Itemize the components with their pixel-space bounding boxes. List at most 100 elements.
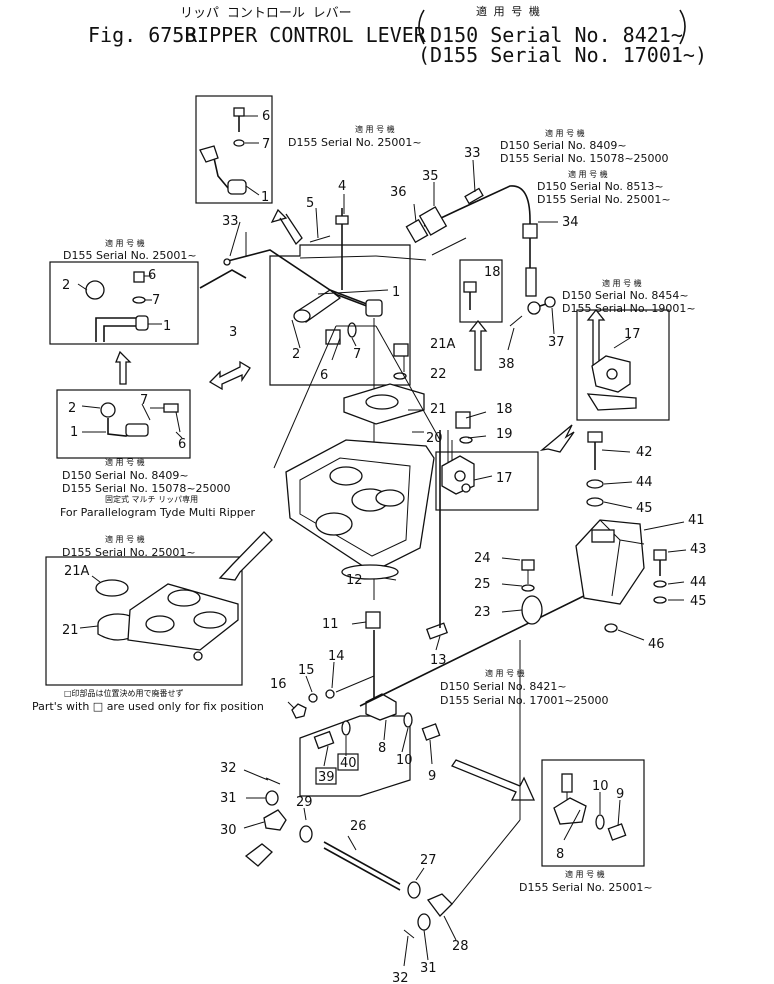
cross-shaft — [359, 587, 601, 707]
washer — [233, 139, 245, 147]
label-7: 7 — [262, 137, 270, 152]
lever-8 — [365, 693, 397, 721]
pin-38 — [544, 296, 556, 308]
lower-rod — [244, 777, 521, 939]
bracket-base — [586, 393, 637, 411]
label-29: 28 — [452, 939, 469, 954]
label-6b: 6 — [320, 368, 328, 383]
label-3: 3 — [229, 325, 237, 340]
knob — [85, 280, 105, 300]
label-25: 24 — [474, 551, 491, 566]
washer-41 — [341, 720, 351, 736]
washer — [132, 296, 146, 304]
note-n2: 適 用 号 機 D150 Serial No. 8409~ D155 Seria… — [500, 128, 669, 165]
label-11: 11 — [322, 617, 339, 632]
top-box-parts — [199, 107, 260, 196]
detail-box-bracket-17b — [435, 451, 539, 511]
label-18b: 18 — [496, 402, 513, 417]
bolt-25 — [521, 559, 535, 571]
bracket-17b-parts — [441, 411, 493, 495]
washer-15 — [308, 693, 318, 703]
label-36: 35 — [422, 169, 439, 184]
detail-box-fix-parts — [299, 715, 411, 797]
lever-8b — [553, 797, 587, 825]
lever-8-box-parts — [553, 773, 627, 841]
cable-rod-34 — [223, 249, 373, 307]
note-line: D150 Serial No. 8409~ — [500, 139, 627, 152]
label-2: 2 — [292, 347, 300, 362]
pin-33b — [403, 929, 415, 939]
boss — [135, 315, 149, 331]
note-n8: 適 用 号 機 D150 Serial No. 8421~ D155 Seria… — [440, 668, 609, 707]
label-1c: 1 — [163, 319, 171, 334]
bolt-9 — [421, 723, 441, 741]
cable-34 — [423, 185, 531, 272]
label-17b: 17 — [496, 471, 513, 486]
washer-10 — [403, 712, 413, 728]
label-6d: 6 — [178, 437, 186, 452]
title-serial-d150: D150 Serial No. 8421~ — [430, 23, 683, 47]
label-24: 23 — [474, 605, 491, 620]
label-28: 27 — [420, 853, 437, 868]
label-21A: 21A — [64, 564, 90, 579]
label-32: 31 — [220, 791, 237, 806]
title-en: RIPPER CONTROL LEVER — [185, 23, 427, 47]
arrow-up-center — [468, 319, 488, 371]
label-37: 36 — [390, 185, 407, 200]
pin-33 — [265, 777, 281, 785]
label-12: 12 — [346, 573, 363, 588]
label-13: 13 — [430, 653, 447, 668]
valve-top-plate — [591, 529, 615, 543]
rod-27b — [323, 847, 401, 891]
label-18: 18 — [484, 265, 501, 280]
label-47: 46 — [648, 637, 665, 652]
note-jp: 適 用 号 機 — [105, 457, 145, 467]
boot-12 — [341, 564, 399, 580]
detail-box-bracket-17 — [576, 309, 670, 421]
label-6c: 6 — [148, 268, 156, 283]
main-lever-assembly — [199, 208, 427, 600]
washer-46 — [586, 497, 604, 507]
label-21: 21 — [430, 402, 447, 417]
hatched-arrows — [115, 208, 606, 801]
note-extra-en: For Parallelogram Tyde Multi Ripper — [60, 506, 256, 519]
link-3 — [199, 269, 247, 289]
bracket-17-parts — [586, 337, 637, 411]
label-45: 44 — [636, 475, 653, 490]
label-6: 6 — [262, 109, 270, 124]
label-2b: 2 — [62, 278, 70, 293]
note-line: D155 Serial No. 25001~ — [62, 546, 196, 559]
valve-body-42 — [575, 431, 667, 633]
cable-leader — [431, 237, 467, 256]
boss — [125, 423, 149, 437]
label-30: 29 — [296, 795, 313, 810]
cable-assembly — [405, 185, 556, 327]
ball-14 — [325, 689, 335, 699]
detail-box-left-lower — [56, 389, 191, 459]
lever-arm — [95, 317, 140, 342]
note-n1: 適 用 号 機 D155 Serial No. 25001~ — [288, 124, 422, 149]
fix-box-40 — [315, 767, 337, 785]
note-line: D155 Serial No. 19001~ — [562, 302, 696, 315]
label-22: 21A — [430, 337, 456, 352]
washer-10b — [595, 814, 605, 830]
title-serial-d155: (D155 Serial No. 17001~) — [418, 43, 707, 67]
title-jp: リッパ コントロール レバー — [180, 6, 352, 21]
cover-hole-3 — [329, 466, 363, 486]
nut-16 — [291, 703, 307, 719]
fix-box-41 — [337, 753, 359, 771]
label-33b: 32 — [392, 971, 409, 984]
bracket-hole — [606, 368, 618, 380]
lever-end — [199, 145, 219, 163]
cover-hole-1 — [315, 512, 353, 536]
bolt — [163, 403, 179, 413]
clevis-29 — [426, 893, 453, 917]
label-1: 1 — [261, 190, 269, 205]
note-jp: 適 用 号 機 — [105, 238, 145, 248]
label-8b: 8 — [556, 847, 564, 862]
bracket-pin — [461, 483, 471, 493]
plate-21-hole — [365, 394, 399, 410]
o-ring-47 — [604, 623, 618, 633]
clevis-13 — [425, 622, 449, 640]
